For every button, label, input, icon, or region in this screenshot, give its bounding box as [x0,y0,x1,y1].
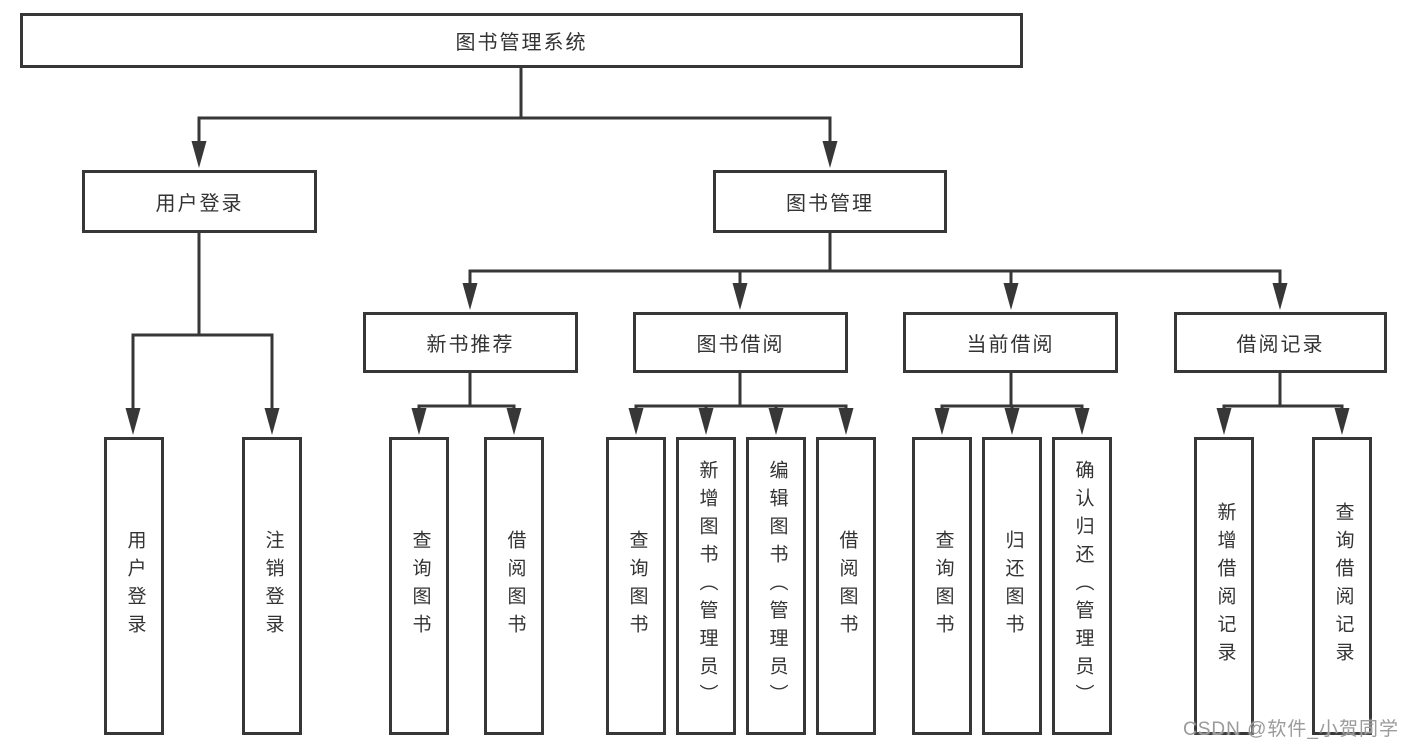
node-label: 查询借阅记录 [1332,502,1354,670]
node-current-borrowing: 当前借阅 [903,312,1118,373]
node-root-system: 图书管理系统 [20,13,1023,68]
node-label: 注销登录 [262,530,284,642]
node-label: 编辑图书（管理员） [766,460,788,712]
node-label: 确认归还（管理员） [1072,460,1094,712]
node-label: 归还图书 [1002,530,1024,642]
node-label: 图书管理 [786,193,874,215]
leaf-add-book-admin: 新增图书（管理员） [676,437,736,735]
node-borrowing-records: 借阅记录 [1174,312,1387,373]
leaf-borrow-book: 借阅图书 [816,437,876,735]
leaf-query-book-borrowing: 查询图书 [606,437,666,735]
csdn-watermark: CSDN @软件_小贺同学 [1183,719,1399,740]
node-label: 查询图书 [409,530,431,642]
node-label: 借阅图书 [836,530,858,642]
node-label: 新增图书（管理员） [696,460,718,712]
node-user-login-branch: 用户登录 [82,170,317,233]
leaf-query-book-current: 查询图书 [912,437,972,735]
node-book-management-branch: 图书管理 [713,170,947,233]
node-label: 当前借阅 [966,334,1055,356]
node-label: 借阅记录 [1236,334,1325,356]
leaf-confirm-return-admin: 确认归还（管理员） [1052,437,1112,735]
leaf-edit-book-admin: 编辑图书（管理员） [746,437,806,735]
leaf-query-borrow-record: 查询借阅记录 [1312,437,1372,735]
node-label: 图书管理系统 [455,32,588,54]
node-label: 用户登录 [155,193,244,215]
leaf-user-login: 用户登录 [104,437,164,735]
leaf-add-borrow-record: 新增借阅记录 [1194,437,1254,735]
node-label: 查询图书 [932,530,954,642]
node-label: 新增借阅记录 [1214,502,1236,670]
node-label: 查询图书 [626,530,648,642]
node-new-book-recommend: 新书推荐 [363,312,578,373]
node-label: 用户登录 [124,530,146,642]
node-label: 新书推荐 [426,334,515,356]
leaf-return-book: 归还图书 [982,437,1042,735]
node-label: 借阅图书 [504,530,526,642]
leaf-query-book-recommend: 查询图书 [389,437,449,735]
node-book-borrowing: 图书借阅 [633,312,848,373]
leaf-borrow-book-recommend: 借阅图书 [484,437,544,735]
leaf-logout: 注销登录 [242,437,302,735]
node-label: 图书借阅 [696,334,785,356]
